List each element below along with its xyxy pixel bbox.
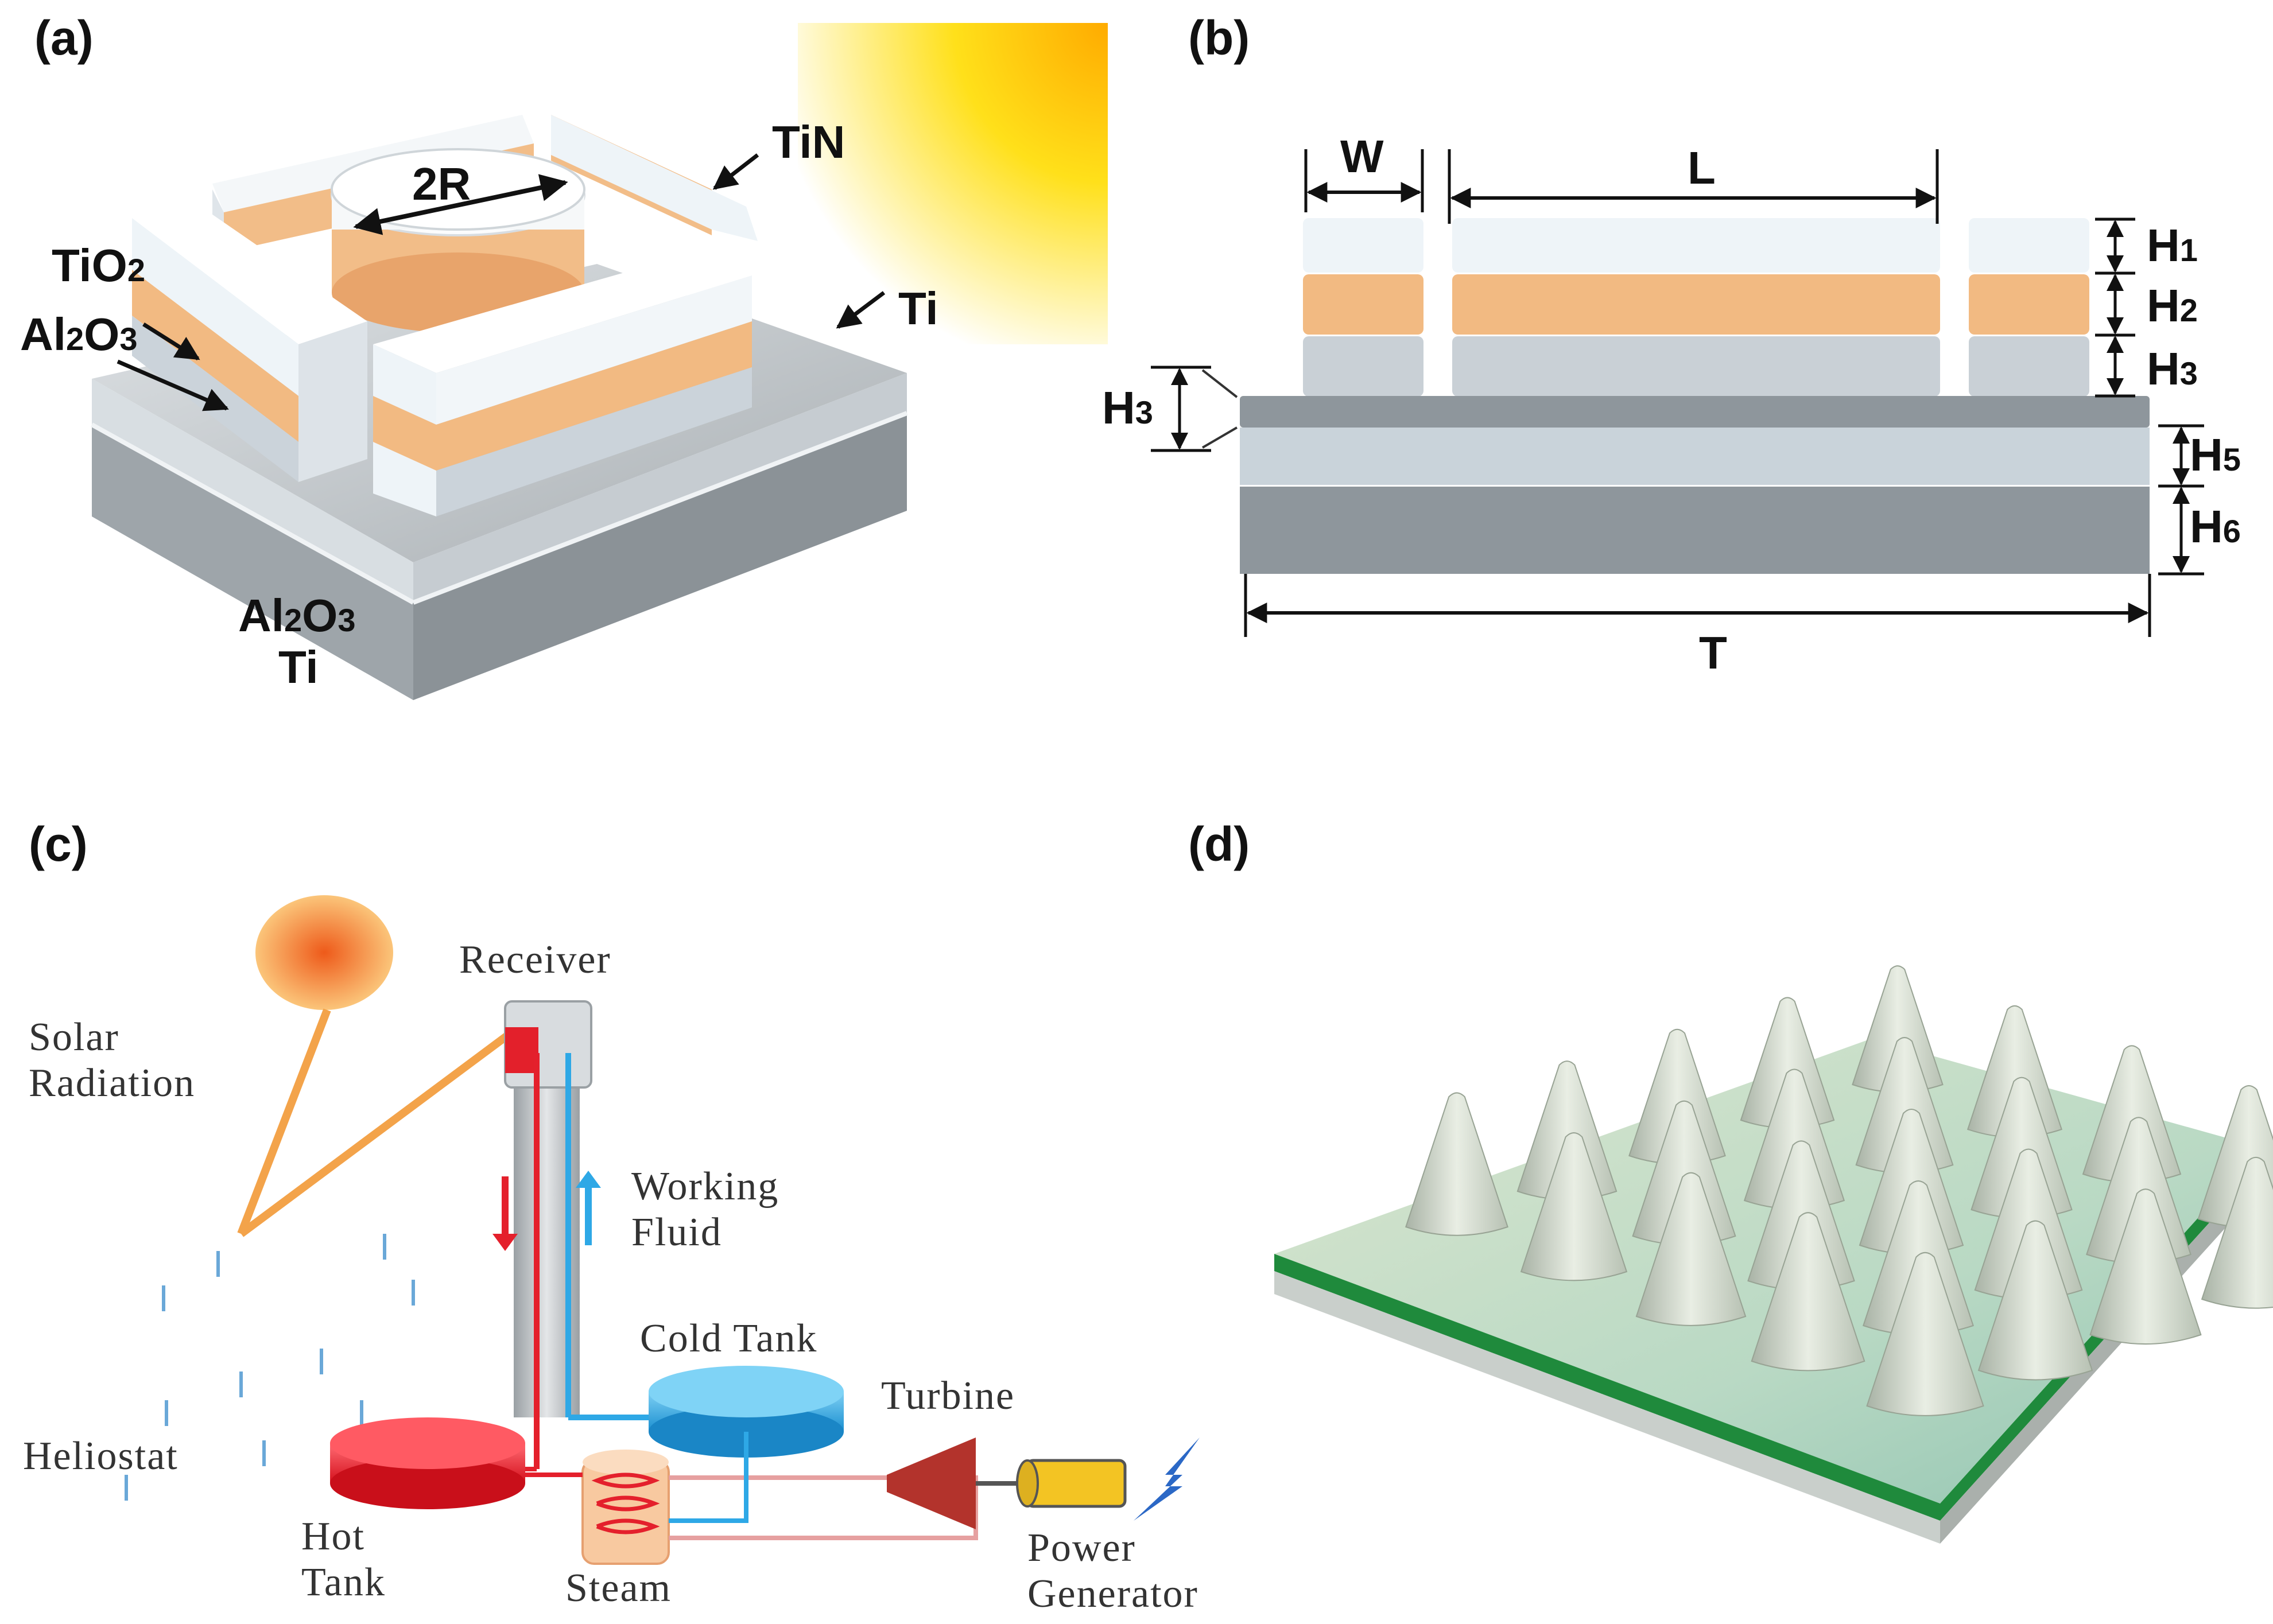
cone <box>1966 1005 2063 1138</box>
label-ti-bottom: Ti <box>278 642 319 693</box>
label-2r: 2R <box>412 158 471 209</box>
cone <box>1405 1092 1508 1236</box>
heliostat-posts <box>125 1234 415 1501</box>
panel-c-label: (c) <box>29 817 88 871</box>
layer-ti-thick <box>1240 487 2150 574</box>
label-h6: H6 <box>2190 501 2241 552</box>
panel-b: (b) W L T <box>1102 11 2241 678</box>
panel-d-label: (d) <box>1188 817 1250 871</box>
label-h1: H1 <box>2147 220 2198 271</box>
cone <box>2201 1156 2273 1309</box>
label-l: L <box>1688 142 1716 193</box>
cone <box>1751 1212 1865 1372</box>
lightning-icon <box>1134 1437 1200 1521</box>
label-al2o3-top: Al2O3 <box>20 309 138 360</box>
label-hot-2: Tank <box>301 1560 386 1604</box>
steam-exchanger <box>581 1450 670 1565</box>
label-t: T <box>1699 627 1727 678</box>
cone-array <box>1405 965 2273 1416</box>
label-receiver: Receiver <box>459 938 611 982</box>
label-ti-top: Ti <box>898 283 938 334</box>
label-tio2: TiO2 <box>52 240 145 291</box>
label-solar-2: Radiation <box>29 1061 195 1105</box>
cone <box>1520 1132 1628 1281</box>
label-tin: TiN <box>772 116 845 168</box>
layer-ti-thin <box>1240 396 2150 428</box>
panel-a-label: (a) <box>34 11 94 65</box>
hot-tank <box>330 1417 525 1509</box>
sun-glow <box>798 23 1108 344</box>
panel-d: (d) <box>1188 817 2273 1544</box>
cone <box>1628 1028 1726 1164</box>
turbine <box>887 1437 976 1529</box>
label-hot-1: Hot <box>301 1514 365 1559</box>
label-h3-left: H3 <box>1102 382 1153 433</box>
label-solar-1: Solar <box>29 1015 119 1059</box>
label-power-2: Generator <box>1027 1572 1198 1616</box>
front-bar <box>373 252 752 516</box>
cone <box>1866 1252 1984 1416</box>
label-h3: H3 <box>2147 343 2198 394</box>
cone <box>1635 1172 1747 1326</box>
power-generator <box>1016 1459 1127 1508</box>
label-h5: H5 <box>2190 429 2241 480</box>
cone <box>1740 997 1835 1129</box>
block-middle <box>1452 218 1940 397</box>
label-w: W <box>1340 131 1384 182</box>
panel-b-label: (b) <box>1188 11 1250 65</box>
label-al2o3-bottom: Al2O3 <box>238 590 356 641</box>
cone <box>2089 1188 2202 1345</box>
cone <box>1855 1037 1954 1174</box>
label-working-2: Fluid <box>631 1210 722 1254</box>
label-h2: H2 <box>2147 280 2198 331</box>
layer-al2o3 <box>1240 428 2150 485</box>
panel-a: (a) <box>20 11 1108 700</box>
label-heliostat: Heliostat <box>23 1434 179 1478</box>
block-right <box>1969 218 2089 397</box>
panel-c: (c) <box>23 817 1200 1616</box>
label-cold-tank: Cold Tank <box>640 1316 817 1361</box>
label-working-1: Working <box>631 1164 779 1209</box>
label-steam: Steam <box>565 1566 672 1610</box>
block-left <box>1303 218 1423 397</box>
cone <box>1977 1220 2093 1381</box>
sun-ball <box>255 895 393 1010</box>
cone <box>1852 965 1944 1093</box>
label-turbine: Turbine <box>881 1374 1015 1418</box>
label-power-1: Power <box>1027 1526 1136 1570</box>
